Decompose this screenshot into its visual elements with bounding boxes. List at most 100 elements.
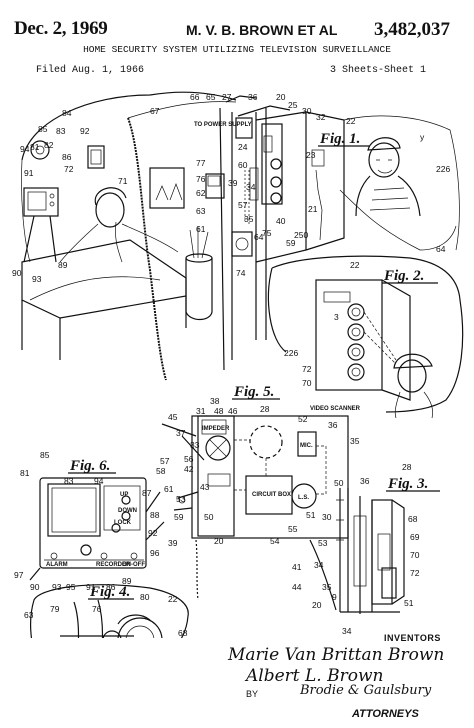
fig3-label: Fig. 3.	[387, 476, 428, 492]
reference-numeral: 22	[350, 260, 360, 270]
reference-numeral: 91	[86, 582, 96, 592]
reference-numeral: 31	[196, 406, 206, 416]
reference-numeral: 61	[196, 224, 206, 234]
figure-5-drawing	[161, 415, 349, 611]
reference-numeral: 34	[314, 560, 324, 570]
reference-numeral: 38	[210, 396, 220, 406]
reference-numeral: 79	[50, 604, 60, 614]
fig-underlines	[68, 145, 440, 600]
reference-numeral: 80	[140, 592, 150, 602]
reference-numeral: 83	[64, 476, 74, 486]
reference-numeral: 54	[270, 536, 280, 546]
reference-numeral: 72	[410, 568, 420, 578]
reference-numeral: 36	[248, 92, 258, 102]
reference-numeral: 48	[214, 406, 224, 416]
reference-numeral: 77	[196, 158, 206, 168]
by-label: BY	[246, 689, 259, 699]
reference-numeral: 69	[410, 532, 420, 542]
reference-numeral: 93	[32, 274, 42, 284]
reference-numeral: 226	[436, 164, 450, 174]
reference-numeral: 41	[292, 562, 302, 572]
reference-numeral: 82	[44, 140, 54, 150]
reference-numeral: 72	[64, 164, 74, 174]
fig5-reference-numerals: 31 38 48 46 28 52 45 37 33 36 35 56 57 5…	[156, 396, 360, 592]
reference-numeral: 74	[236, 268, 246, 278]
reference-numeral: 250	[294, 230, 308, 240]
reference-numeral: 89	[122, 576, 132, 586]
reference-numeral: 83	[56, 126, 66, 136]
recorder-label: RECORDER	[96, 562, 131, 568]
reference-numeral: 56	[184, 454, 194, 464]
reference-numeral: 81	[30, 142, 40, 152]
reference-numeral: 97	[14, 570, 24, 580]
reference-numeral: 91	[24, 168, 34, 178]
patent-date: Dec. 2, 1969	[14, 18, 108, 39]
lock-label: LOCK	[114, 520, 132, 526]
reference-numeral: 9	[332, 592, 337, 602]
reference-numeral: 20	[276, 92, 286, 102]
reference-numeral: 57	[160, 456, 170, 466]
reference-numeral: 85	[40, 450, 50, 460]
reference-numeral: 68	[408, 514, 418, 524]
patent-number: 3,482,037	[374, 19, 450, 40]
reference-numeral: 21	[308, 204, 318, 214]
impeder-label: IMPEDER	[202, 426, 230, 432]
reference-numeral: 24	[238, 142, 248, 152]
reference-numeral: y	[420, 132, 425, 142]
reference-numeral: 20	[312, 600, 322, 610]
reference-numeral: 51	[404, 598, 414, 608]
reference-numeral: 34	[342, 626, 352, 636]
fig6-reference-numerals: 85 81 83 94 87 88 92 96 90 93 95 91 86 8…	[14, 450, 160, 592]
reference-numeral: 43	[200, 482, 210, 492]
reference-numeral: 55	[288, 524, 298, 534]
reference-numeral: 52	[298, 414, 308, 424]
inventor-1-signature: Marie Van Brittan Brown	[228, 645, 445, 665]
reference-numeral: 32	[316, 112, 326, 122]
fig6-label: Fig. 6.	[69, 458, 110, 474]
inventors-label: INVENTORS	[384, 633, 441, 643]
reference-numeral: 42	[184, 464, 194, 474]
sheet-count: 3 Sheets-Sheet 1	[330, 65, 427, 76]
on-off-label: ON-OFF	[122, 562, 145, 568]
reference-numeral: 59	[286, 238, 296, 248]
reference-numeral: 72	[302, 364, 312, 374]
reference-numeral: 81	[20, 468, 30, 478]
reference-numeral: 53	[176, 494, 186, 504]
reference-numeral: 59	[174, 512, 184, 522]
fig1-reference-numerals: 84 85 83 92 82 81 94 91 72 71 93 89 90 8…	[12, 92, 450, 284]
reference-numeral: 88	[150, 510, 160, 520]
reference-numeral: 76	[196, 174, 206, 184]
reference-numeral: 92	[80, 126, 90, 136]
reference-numeral: 40	[276, 216, 286, 226]
reference-numeral: 35	[350, 436, 360, 446]
reference-numeral: 64	[436, 244, 446, 254]
reference-numeral: 35	[322, 582, 332, 592]
reference-numeral: 86	[106, 582, 116, 592]
figure-3-drawing	[336, 488, 405, 614]
reference-numeral: 51	[306, 510, 316, 520]
reference-numeral: 22	[346, 116, 356, 126]
reference-numeral: 94	[94, 476, 104, 486]
patent-drawing: Fig. 1. Fig. 2. Fig. 5. Fig. 6. Fig. 3. …	[12, 91, 464, 638]
reference-numeral: 36	[328, 420, 338, 430]
reference-numeral: 34	[246, 182, 256, 192]
figure-2-drawing	[267, 255, 464, 419]
reference-numeral: 30	[302, 106, 312, 116]
reference-numeral: 27	[222, 92, 232, 102]
reference-numeral: 67	[150, 106, 160, 116]
figure-6-drawing	[29, 477, 165, 581]
reference-numeral: 33	[190, 440, 200, 450]
reference-numeral: 28	[260, 404, 270, 414]
reference-numeral: 44	[292, 582, 302, 592]
reference-numeral: 25	[288, 100, 298, 110]
fig2-reference-numerals: 64 22 3 226 72 70	[284, 244, 446, 388]
reference-numeral: 63	[196, 206, 206, 216]
inventor-heading: M. V. B. BROWN ET AL	[186, 22, 338, 38]
figure-4-drawing	[30, 584, 189, 638]
to-power-supply-label: TO POWER SUPPLY	[194, 122, 252, 128]
figure-1-drawing	[21, 91, 460, 381]
fig4-label: Fig. 4.	[89, 584, 130, 600]
reference-numeral: 46	[228, 406, 238, 416]
reference-numeral: 66	[190, 92, 200, 102]
reference-numeral: 58	[156, 466, 166, 476]
